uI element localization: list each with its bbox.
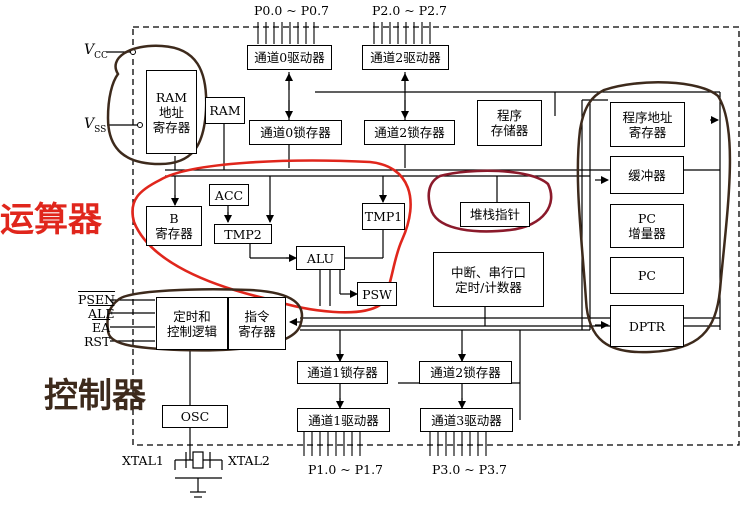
- buffer-block: 缓冲器: [610, 156, 684, 194]
- osc-block: OSC: [162, 405, 228, 428]
- psw-register: PSW: [357, 282, 397, 306]
- channel3-latch: 通道2锁存器: [419, 361, 512, 384]
- program-address-register: 程序地址 寄存器: [610, 102, 685, 147]
- channel0-driver: 通道0驱动器: [247, 45, 332, 70]
- alu-group-annotation: 运算器: [0, 200, 102, 240]
- timing-control-logic: 定时和 控制逻辑: [156, 297, 228, 350]
- port-p3-label: P3.0 ~ P3.7: [432, 462, 507, 477]
- b-register: B 寄存器: [146, 206, 202, 246]
- interrupt-serial-timer: 中断、串行口 定时/计数器: [433, 252, 544, 307]
- ale-pin-label: ALE: [88, 306, 115, 321]
- xtal2-pin-label: XTAL2: [228, 453, 270, 468]
- channel2-latch: 通道2锁存器: [364, 120, 455, 145]
- ram-address-register: RAM 地址 寄存器: [146, 70, 197, 154]
- program-memory: 程序 存储器: [477, 100, 542, 146]
- ram-block: RAM: [205, 97, 245, 124]
- psen-pin-label: PSEN: [78, 292, 116, 307]
- stack-circle: [427, 169, 553, 233]
- port-p2-label: P2.0 ~ P2.7: [372, 3, 447, 18]
- xtal1-pin-label: XTAL1: [122, 453, 164, 468]
- tmp2-register: TMP2: [214, 224, 272, 244]
- ea-pin-label: EA: [92, 320, 111, 335]
- crystal: [192, 451, 204, 469]
- acc-register: ACC: [209, 184, 249, 206]
- channel2-driver: 通道2驱动器: [362, 45, 449, 70]
- pc-group-circle: [576, 81, 732, 354]
- channel1-latch: 通道1锁存器: [297, 361, 388, 384]
- channel3-driver: 通道3驱动器: [420, 408, 513, 432]
- p2-pins: [373, 22, 431, 44]
- channel0-latch: 通道0锁存器: [249, 120, 342, 145]
- port-p1-label: P1.0 ~ P1.7: [308, 462, 383, 477]
- tmp1-register: TMP1: [362, 203, 405, 230]
- vss-label: VSS: [84, 116, 107, 135]
- vcc-label: VCC: [84, 42, 108, 61]
- p1-pins: [303, 432, 361, 456]
- dptr-register: DPTR: [610, 305, 684, 347]
- channel1-driver: 通道1驱动器: [297, 408, 390, 432]
- instruction-register: 指令 寄存器: [228, 297, 286, 350]
- pc-incrementer: PC 增量器: [610, 204, 684, 248]
- rst-pin-label: RST: [84, 334, 111, 349]
- arrows: [171, 73, 719, 409]
- port-p0-label: P0.0 ~ P0.7: [254, 3, 329, 18]
- p0-pins: [257, 22, 315, 44]
- control-group-annotation: 控制器: [44, 376, 146, 416]
- p3-pins: [429, 432, 487, 456]
- alu-block: ALU: [296, 246, 345, 270]
- pc-register: PC: [610, 257, 684, 294]
- stack-pointer: 堆栈指针: [460, 202, 530, 227]
- chip-boundary: [132, 26, 740, 446]
